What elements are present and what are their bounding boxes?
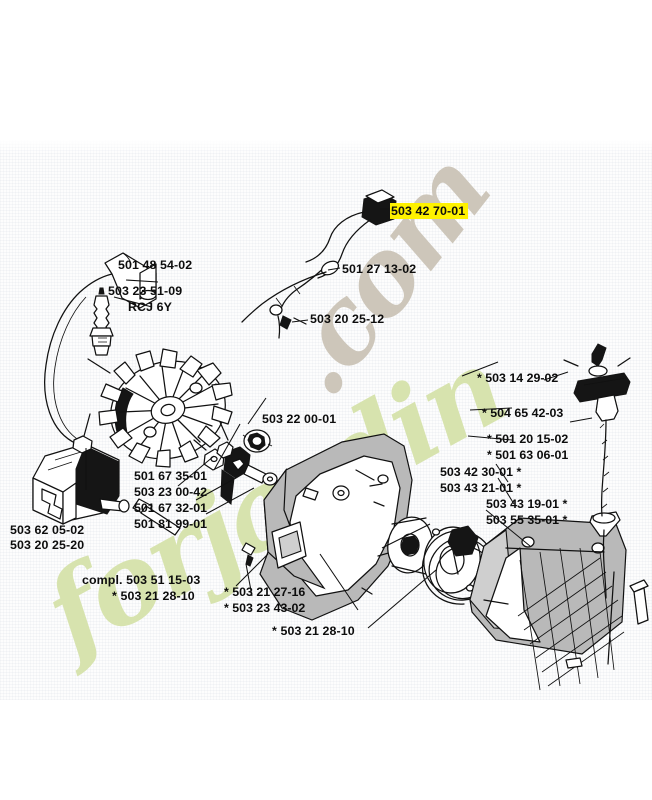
coil-screw [132, 498, 181, 536]
points-line-1: 501 67 35-01 [134, 469, 208, 483]
label-compl: compl. 503 51 15-03 [82, 573, 200, 589]
label-right-group-a3: * 501 20 15-02 * 501 63 06-01 [487, 431, 568, 463]
label-highlighted-part: 503 42 70-01 [390, 203, 469, 220]
stop-switch-harness [241, 189, 397, 339]
ignition-coil-module [32, 413, 130, 525]
crankcase-cover-plate [259, 433, 413, 621]
label-right-group-b: 503 42 30-01 * 503 43 21-01 * [440, 464, 521, 496]
starter-housing [469, 517, 627, 691]
label-coil-module: 503 62 05-02 [10, 523, 85, 537]
label-right-group-a2: * 504 65 42-03 [482, 405, 563, 421]
label-coil-screw: 503 20 25-20 [10, 538, 85, 552]
label-throttle-cable: 501 27 13-02 [342, 262, 417, 276]
label-spark-plug-type: RCJ 6Y [128, 300, 172, 314]
leader-lines [85, 208, 593, 629]
spark-plug-group [89, 287, 114, 356]
points-line-2: 503 23 00-42 [134, 485, 208, 499]
cover-line-2: * 503 23 43-02 [224, 601, 306, 615]
compl-number: . 503 51 15-03 [119, 573, 201, 587]
right-a-line-3: * 501 20 15-02 [487, 432, 569, 446]
flywheel-magneto [87, 348, 233, 468]
small-bracket [629, 579, 649, 625]
label-points-group: 501 67 35-01 503 23 00-42 501 67 32-01 5… [134, 468, 207, 532]
label-right-group-c: 503 43 19-01 * 503 55 35-01 * [486, 496, 567, 528]
recoil-spring [421, 525, 496, 605]
label-plug-cap: 501 48 54-02 [118, 258, 193, 272]
right-a-line-4: * 501 63 06-01 [487, 448, 569, 462]
label-cable-screw: 503 20 25-12 [310, 312, 385, 326]
right-b-line-2: 503 43 21-01 * [440, 481, 522, 495]
right-c-line-2: 503 55 35-01 * [486, 513, 568, 527]
right-b-line-1: 503 42 30-01 * [440, 465, 522, 479]
pawl-nut [242, 429, 273, 453]
points-line-3: 501 67 32-01 [134, 501, 208, 515]
right-a-line-2: * 504 65 42-03 [482, 406, 564, 420]
label-right-group-a: * 503 14 29-02 [477, 370, 558, 386]
label-spark-plug-ref: 503 23 51-09 [108, 284, 183, 298]
rope-guide-bushing [589, 511, 621, 537]
label-compl-sub: * 503 21 28-10 [112, 589, 195, 603]
label-pawl-nut: 503 22 00-01 [262, 412, 337, 426]
label-bottom-center: * 503 21 28-10 [272, 624, 355, 638]
scanned-page-area [0, 140, 652, 700]
right-a-line-1: * 503 14 29-02 [477, 371, 559, 385]
label-cover-group: * 503 21 27-16 * 503 23 43-02 [224, 584, 305, 616]
compl-word: compl [82, 573, 119, 587]
points-line-4: 501 81 99-01 [134, 517, 208, 531]
right-c-line-1: 503 43 19-01 * [486, 497, 568, 511]
starter-handle-group [563, 343, 631, 599]
cover-line-1: * 503 21 27-16 [224, 585, 306, 599]
highlight-span: 503 42 70-01 [390, 203, 469, 219]
cover-screw [241, 542, 256, 567]
